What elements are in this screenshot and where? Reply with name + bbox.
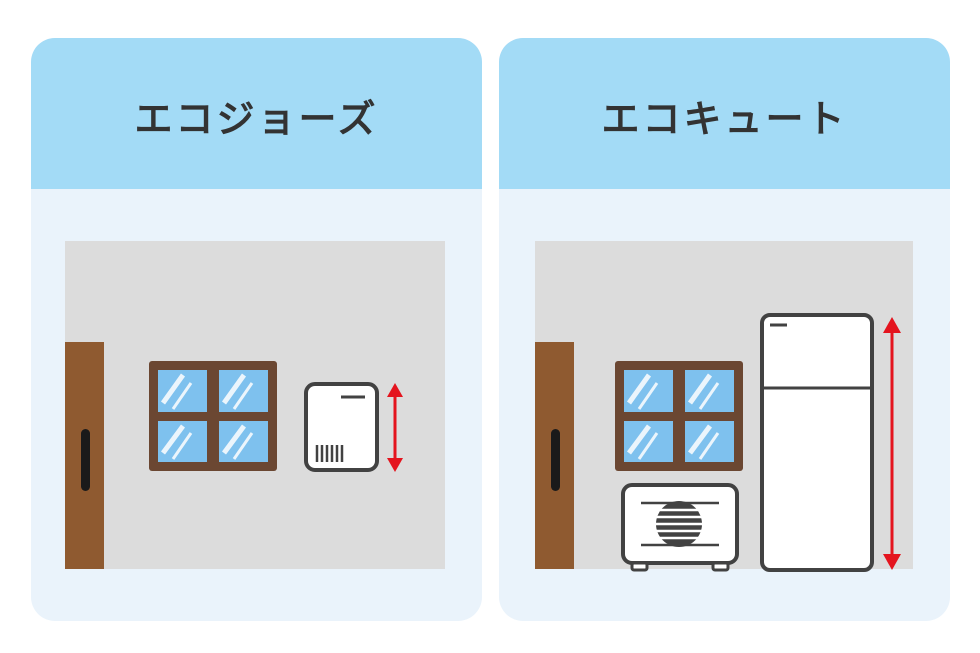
door-icon [535,342,574,569]
window-icon [615,361,743,471]
window-icon [149,361,277,471]
panel-ecojozu: エコジョーズ [31,38,482,621]
height-arrow-icon [387,383,403,472]
panel-header: エコキュート [499,38,950,189]
door-icon [65,342,104,569]
panel-ecocute: エコキュート [499,38,950,621]
room-scene [535,241,913,572]
panel-title: エコジョーズ [134,97,379,141]
panel-title: エコキュート [601,97,848,141]
height-arrow-icon [883,317,901,570]
heat-pump-icon [621,483,739,572]
water-heater-icon [304,382,379,472]
room-scene [65,241,445,569]
storage-tank-icon [760,313,874,572]
panel-header: エコジョーズ [31,38,482,189]
